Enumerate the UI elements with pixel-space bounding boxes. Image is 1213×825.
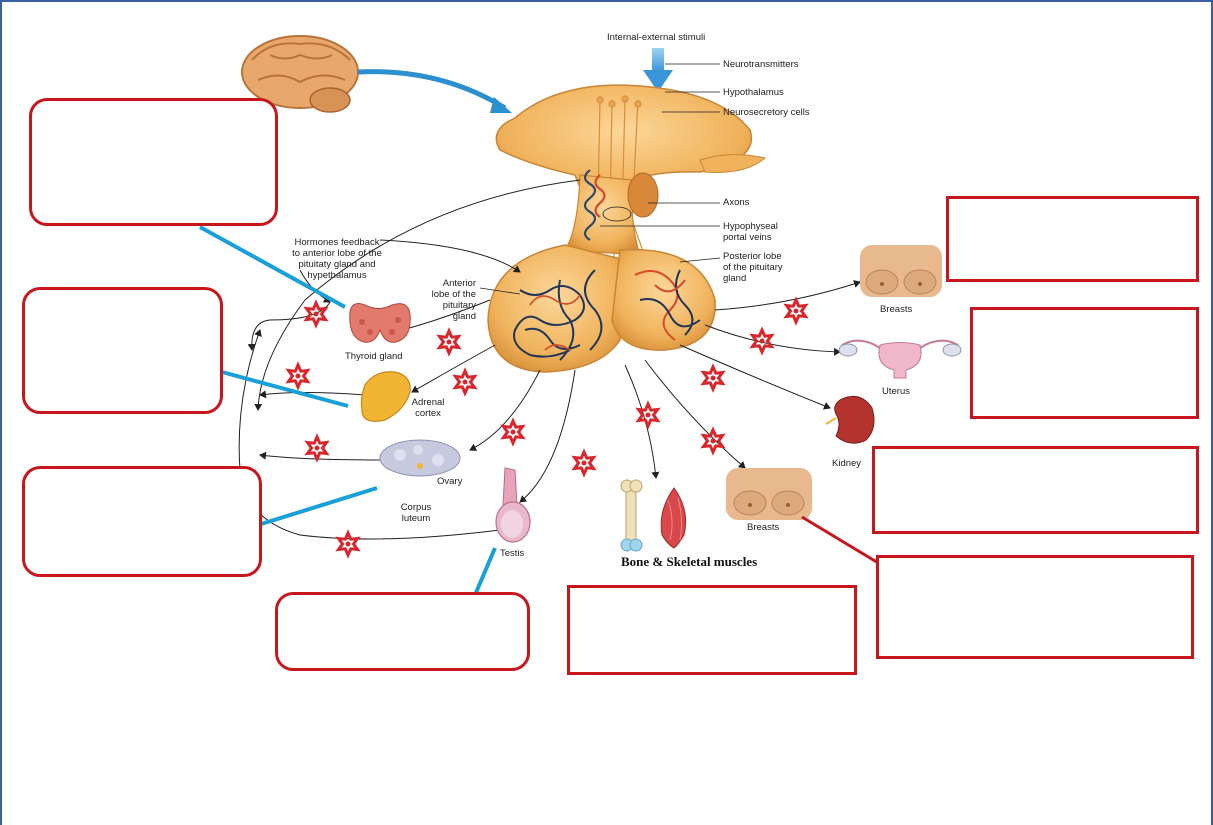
label-breasts-bottom: Breasts <box>747 522 779 533</box>
breast-leader-line <box>802 517 880 564</box>
answer-box-6[interactable] <box>946 196 1199 282</box>
label-ovary: Ovary <box>437 476 462 487</box>
hormone-star-center <box>346 542 351 547</box>
label-kidney: Kidney <box>832 458 861 469</box>
label-thyroid-gland: Thyroid gland <box>345 351 403 362</box>
label-corpus-luteum: Corpus luteum <box>393 502 439 524</box>
answer-box-9[interactable] <box>876 555 1194 659</box>
label-portal-veins: Hypophyseal portal veins <box>723 221 778 243</box>
hormone-star-center <box>463 380 468 385</box>
hormone-star-center <box>794 309 799 314</box>
skeletal-muscle-icon <box>661 488 685 548</box>
anterior-lobe-shape <box>488 245 625 372</box>
hormone-star-center <box>711 376 716 381</box>
label-uterus: Uterus <box>882 386 910 397</box>
kidney-icon <box>826 396 874 443</box>
label-neurotransmitters: Neurotransmitters <box>723 59 799 70</box>
label-testis: Testis <box>500 548 524 559</box>
hormone-star-center <box>296 374 301 379</box>
label-posterior-lobe: Posterior lobe of the pituitary gland <box>723 251 783 284</box>
label-feedback: Hormones feedback to anterior lobe of th… <box>272 237 402 281</box>
label-adrenal-cortex: Adrenal cortex <box>403 397 453 419</box>
hormone-star-center <box>582 461 587 466</box>
uterus-icon <box>839 341 961 378</box>
hormone-star-center <box>511 430 516 435</box>
hormone-star-center <box>711 439 716 444</box>
label-anterior-lobe: Anterior lobe of the pituitary gland <box>410 278 476 322</box>
posterior-lobe-shape <box>612 250 715 351</box>
answer-box-3[interactable] <box>22 466 262 577</box>
answer-box-8[interactable] <box>872 446 1199 534</box>
answer-box-5[interactable] <box>567 585 857 675</box>
label-bone-skeletal-muscles: Bone & Skeletal muscles <box>621 556 757 567</box>
label-neurosecretory-cells: Neurosecretory cells <box>723 107 810 118</box>
hormone-star-center <box>447 340 452 345</box>
label-breasts-top: Breasts <box>880 304 912 315</box>
testis-icon <box>496 468 530 542</box>
answer-box-2[interactable] <box>22 287 223 414</box>
label-hypothalamus: Hypothalamus <box>723 87 784 98</box>
hormone-star-center <box>760 339 765 344</box>
ovary-icon <box>380 440 460 476</box>
label-stimuli: Internal-external stimuli <box>607 32 705 43</box>
hormone-star-center <box>315 446 320 451</box>
answer-box-1[interactable] <box>29 98 278 226</box>
thyroid-gland-icon <box>350 304 410 343</box>
answer-box-7[interactable] <box>970 307 1199 419</box>
breasts-top-icon <box>860 245 942 297</box>
bone-icon <box>621 480 642 551</box>
breasts-bottom-icon <box>726 468 812 520</box>
brain-arrow <box>358 72 505 108</box>
stimuli-arrow <box>643 48 673 92</box>
hormone-star-center <box>646 413 651 418</box>
answer-box-4[interactable] <box>275 592 530 671</box>
label-axons: Axons <box>723 197 749 208</box>
hormone-star-center <box>314 312 319 317</box>
